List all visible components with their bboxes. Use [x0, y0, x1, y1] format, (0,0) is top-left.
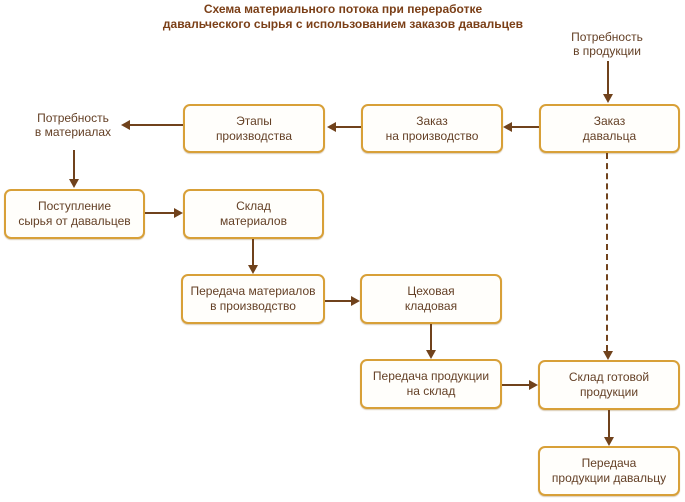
- node-order-production: Заказ на производство: [361, 104, 503, 153]
- node-finished-goods-warehouse: Склад готовой продукции: [538, 360, 680, 410]
- arrow-need-products-to-order-customer: [603, 61, 613, 103]
- node-transfer-products-customer: Передача продукции давальцу: [538, 446, 680, 496]
- node-transfer-products-warehouse: Передача продукции на склад: [360, 359, 502, 409]
- arrow-finished-goods-to-transfer-customer: [604, 410, 614, 446]
- arrow-shaft: [608, 410, 610, 438]
- arrow-shaft: [129, 124, 183, 126]
- arrow-shaft: [607, 61, 609, 95]
- node-label: Склад материалов: [220, 199, 287, 228]
- node-label: Этапы производства: [215, 113, 293, 143]
- arrow-shaft-dashed: [606, 153, 608, 351]
- node-materials-warehouse: Склад материалов: [183, 189, 324, 239]
- node-label: Заказ давальца: [582, 113, 637, 143]
- node-transfer-materials-production: Передача материалов в производство: [181, 274, 325, 324]
- node-order-customer: Заказ давальца: [539, 104, 680, 153]
- arrow-shaft: [502, 384, 530, 386]
- arrow-shop-storeroom-to-transfer-products: [426, 324, 436, 359]
- arrow-transfer-products-to-finished-goods: [502, 380, 538, 390]
- node-label: Передача материалов в производство: [190, 284, 316, 313]
- arrow-head: [69, 179, 79, 188]
- arrow-head: [351, 296, 360, 306]
- node-shop-storeroom: Цеховая кладовая: [360, 274, 502, 324]
- arrow-receipt-raw-to-materials-warehouse: [145, 208, 183, 218]
- arrow-order-production-to-production-stages: [327, 122, 361, 132]
- arrow-dashed-order-customer-to-finished-goods: [603, 153, 613, 360]
- arrow-head: [174, 208, 183, 218]
- arrow-shaft: [511, 126, 539, 128]
- arrow-head: [603, 351, 613, 360]
- arrow-head: [604, 437, 614, 446]
- arrow-shaft: [430, 324, 432, 351]
- label-need-products: Потребность в продукции: [571, 30, 643, 58]
- node-receipt-raw-materials: Поступление сырья от давальцев: [4, 189, 145, 239]
- node-production-stages: Этапы производства: [183, 104, 325, 153]
- node-label: Склад готовой продукции: [568, 370, 650, 399]
- diagram-title: Схема материального потока при переработ…: [162, 2, 524, 31]
- node-label: Передача продукции на склад: [372, 369, 490, 398]
- arrow-head: [529, 380, 538, 390]
- arrow-head: [503, 122, 512, 132]
- arrow-shaft: [73, 150, 75, 180]
- node-label: Цеховая кладовая: [404, 284, 458, 313]
- arrow-shaft: [145, 212, 175, 214]
- arrow-head: [248, 265, 258, 274]
- arrow-head: [327, 122, 336, 132]
- node-label: Поступление сырья от давальцев: [18, 199, 131, 228]
- arrow-head: [121, 120, 130, 130]
- arrow-shaft: [325, 300, 352, 302]
- arrow-head: [603, 94, 613, 103]
- arrow-order-customer-to-order-production: [503, 122, 539, 132]
- node-label: Заказ на производство: [385, 113, 479, 143]
- arrow-head: [426, 350, 436, 359]
- arrow-shaft: [335, 126, 361, 128]
- arrow-materials-warehouse-to-transfer-materials: [248, 239, 258, 274]
- node-label: Передача продукции давальцу: [551, 456, 667, 485]
- label-need-materials: Потребность в материалах: [34, 111, 112, 139]
- arrow-transfer-materials-to-shop-storeroom: [325, 296, 360, 306]
- arrow-production-stages-to-need-materials: [121, 120, 183, 130]
- arrow-shaft: [252, 239, 254, 266]
- arrow-need-materials-to-receipt-raw: [69, 150, 79, 188]
